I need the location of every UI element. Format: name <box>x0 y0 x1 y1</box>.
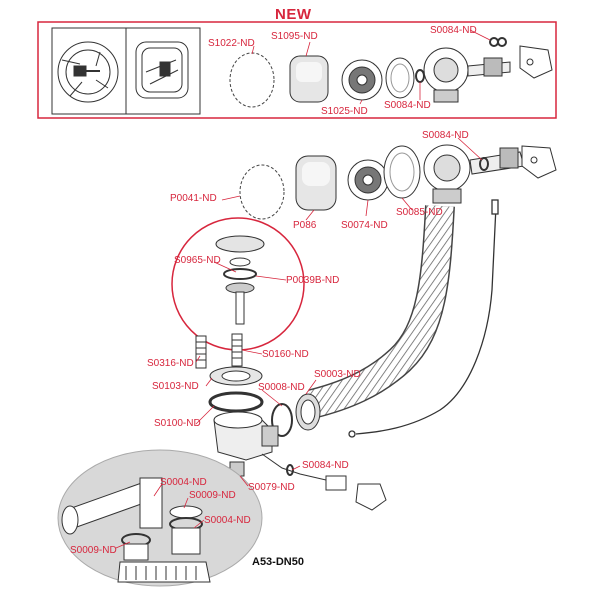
label-s0008: S0008-ND <box>258 382 305 393</box>
corrugated-hose <box>308 205 455 419</box>
part-s0085 <box>383 145 421 199</box>
label-s0103: S0103-ND <box>152 381 199 392</box>
cable-handle-new <box>519 45 553 79</box>
label-s0084-new-bottom: S0084-ND <box>384 100 431 111</box>
waste-body <box>213 411 279 477</box>
part-s0100-gasket <box>208 391 264 413</box>
part-s0084-oring <box>479 157 489 171</box>
label-s0965: S0965-ND <box>174 255 221 266</box>
label-s0100: S0100-ND <box>154 418 201 429</box>
label-s0003: S0003-ND <box>314 369 361 380</box>
part-p0041 <box>239 164 285 220</box>
label-s0009-inset-bottom: S0009-ND <box>70 545 117 556</box>
new-heading: NEW <box>275 6 312 23</box>
label-s0004-inset-bottom: S0004-ND <box>204 515 251 526</box>
label-s0160: S0160-ND <box>262 349 309 360</box>
inset-title: A53-DN50 <box>252 556 304 568</box>
part-s1025 <box>341 59 383 101</box>
label-p0041: P0041-ND <box>170 193 217 204</box>
plug-detail-circle <box>171 217 305 351</box>
label-s0084-main-bottom: S0084-ND <box>302 460 349 471</box>
label-s0079: S0079-ND <box>248 482 295 493</box>
label-s1095: S1095-ND <box>271 31 318 42</box>
label-s0085: S0085-ND <box>396 207 443 218</box>
overflow-cover-outside-view <box>135 41 189 99</box>
overflow-cover-inside-view <box>57 41 119 103</box>
label-p086: P086 <box>293 220 317 231</box>
part-p086 <box>295 155 337 211</box>
label-s0084-main-top: S0084-ND <box>422 130 469 141</box>
part-s1022 <box>229 52 275 108</box>
label-s0009-inset-top: S0009-ND <box>189 490 236 501</box>
part-s0160-screw <box>231 333 243 367</box>
label-p0039b: P0039B-ND <box>286 275 340 286</box>
siphon-inset <box>57 449 263 587</box>
part-ring-gasket-new <box>385 57 415 99</box>
label-s0084-new-top: S0084-ND <box>430 25 477 36</box>
label-s0004-inset-top: S0004-ND <box>160 477 207 488</box>
leader-lines <box>115 29 491 549</box>
overflow-body <box>423 144 525 204</box>
label-s1025: S1025-ND <box>321 106 368 117</box>
part-s1095 <box>289 55 329 103</box>
overflow-body-new <box>423 47 511 103</box>
drain-cable-end <box>261 453 387 511</box>
label-s0074: S0074-ND <box>341 220 388 231</box>
bowden-cable <box>348 199 499 438</box>
part-s0074 <box>347 159 389 201</box>
label-s0316: S0316-ND <box>147 358 194 369</box>
label-s1022: S1022-ND <box>208 38 255 49</box>
part-s0103-flange <box>209 366 263 386</box>
part-s0316-screw <box>195 335 207 369</box>
part-s0003-nut <box>295 393 321 431</box>
cable-handle <box>521 145 557 179</box>
